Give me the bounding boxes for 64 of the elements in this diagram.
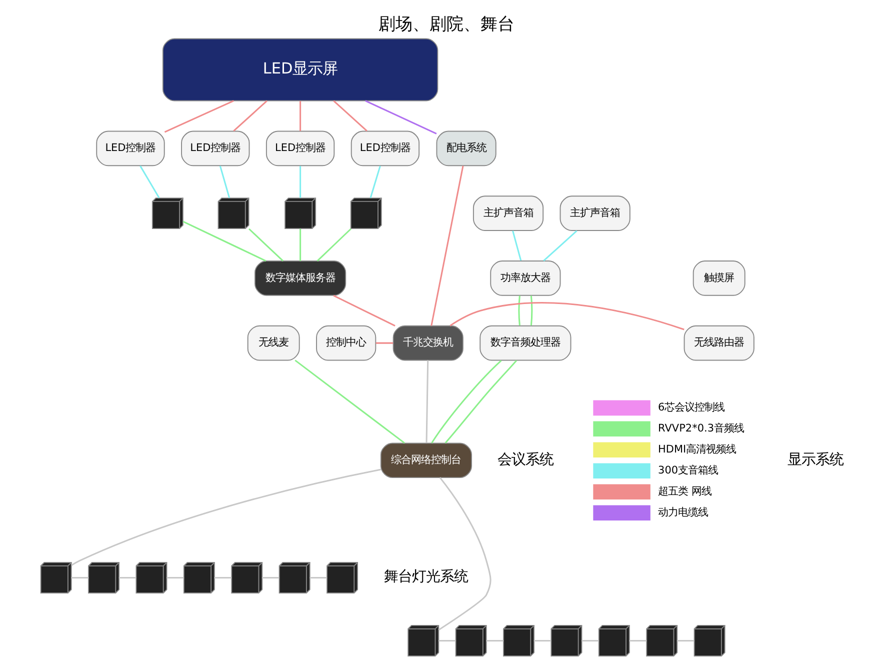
connector [316,228,351,262]
legend-label: RVVP2*0.3音频线 [658,422,744,435]
node-box: 综合网络控制台 [380,442,472,478]
connector [676,640,694,642]
connector [299,228,301,261]
node-box: LED控制器 [180,130,250,166]
node-box: 主扩声音箱 [559,196,630,231]
connector [628,640,646,642]
connector [486,640,503,642]
connector [248,228,284,262]
node-box: 配电系统 [436,130,496,166]
node-box: LED控制器 [96,130,164,166]
node-box: 无线路由器 [683,325,754,361]
connector [164,100,234,133]
connector [332,100,367,132]
node-box: 千兆交换机 [392,325,463,361]
node-box: 主扩声音箱 [472,196,544,231]
connector [534,640,550,642]
connector [70,576,88,578]
legend-label: 超五类 网线 [658,486,711,498]
connector [512,230,522,261]
connector [364,100,436,134]
legend-label: 300支音箱线 [658,464,718,477]
connector [542,230,577,262]
connector [449,302,684,330]
connector [332,294,395,326]
node-box: 无线麦 [246,325,300,361]
connector [232,100,267,132]
node-box: LED控制器 [350,130,420,166]
connector [214,576,231,578]
connector [369,166,380,198]
connector [262,576,279,578]
connector [299,166,301,198]
connector [218,166,230,198]
node-box: 控制中心 [316,325,376,361]
connector [581,640,598,642]
connector [118,576,136,578]
diagram-title: 剧场、剧院、舞台 [378,14,514,35]
legend-label: HDMI高清视频线 [658,444,736,456]
node-box: 数字媒体服务器 [254,260,346,296]
connector [166,576,184,578]
connector [430,166,464,326]
node-box: 数字音频处理器 [479,325,571,361]
connector [139,166,160,198]
connector [518,296,520,326]
connector [294,360,404,444]
connector [375,342,393,344]
connector [182,220,266,262]
label: 舞台灯光系统 [384,569,468,586]
label: 会议系统 [496,452,553,468]
node-box: LED控制器 [265,130,334,166]
legend-label: 6芯会议控制线 [658,402,724,414]
label: 显示系统 [786,452,843,468]
legend-label: 动力电缆线 [658,506,708,519]
connector [309,576,326,578]
connector [430,360,502,444]
node-box: 功率放大器 [490,260,560,296]
connector [444,360,517,444]
connector [299,101,301,132]
node-box: 触摸屏 [692,260,745,296]
connector [438,640,456,642]
connector [425,360,428,443]
connector [530,296,532,326]
node-box: LED显示屏 [162,38,438,102]
